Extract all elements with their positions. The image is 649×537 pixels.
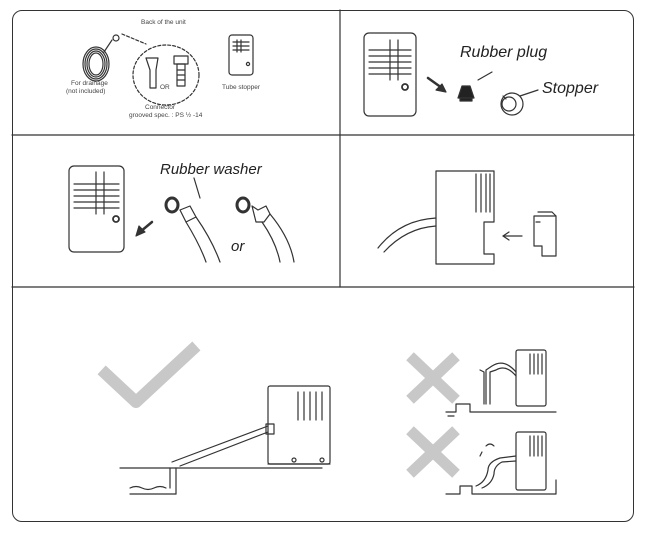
panel2-arrow: [426, 76, 447, 93]
panel1-connector-detail-circle: [132, 44, 200, 106]
panel2-plug-leader: [477, 71, 493, 81]
panel4-drain-hose: [377, 217, 437, 253]
panel1-connector-right: [173, 55, 189, 87]
label-tube-stopper: Tube stopper: [222, 84, 261, 91]
label-or: or: [231, 238, 245, 255]
cross-mark-icon-2: [406, 426, 460, 478]
panel3-hose-with-connector: [235, 196, 295, 263]
panel2-rubber-plug-icon: [457, 85, 475, 102]
correct-floor: [119, 467, 323, 495]
panel2-stopper-leader: [519, 89, 539, 97]
panel1-unit-small: [228, 34, 254, 76]
panel3-hose-with-washer: [164, 196, 221, 263]
panel1-small-connector: [112, 34, 120, 42]
panel3-arrow: [135, 220, 154, 237]
correct-unit: [267, 385, 331, 465]
panel2-stopper-icon: [500, 92, 524, 116]
label-grooved-spec: grooved spec. : PS ½ -14: [129, 112, 203, 119]
panel4-arrow: [502, 231, 523, 241]
panel1-connector-left: [145, 57, 159, 89]
panel1-drain-hose-coil: [82, 39, 113, 82]
instruction-frame: [12, 10, 634, 522]
label-or-small: OR: [160, 84, 170, 91]
panel1-pointer-line: [121, 33, 147, 45]
label-rubber-plug: Rubber plug: [460, 44, 548, 61]
panel4-tube-stopper-part: [533, 211, 557, 257]
panel3-dehumidifier-unit: [68, 165, 125, 253]
panel4-unit-side-view: [435, 170, 495, 265]
wrong2-scene: [445, 431, 557, 495]
wrong1-scene: [445, 349, 557, 417]
correct-drain-hose: [171, 423, 275, 467]
panel2-dehumidifier-unit: [363, 32, 417, 117]
panel-dividers: [11, 9, 635, 288]
label-for-drainage: For drainage: [71, 80, 108, 87]
cross-mark-icon: [406, 352, 460, 404]
label-rubber-washer: Rubber washer: [160, 161, 262, 178]
panel3-washer-leader: [193, 177, 201, 199]
label-stopper: Stopper: [542, 80, 599, 97]
label-connector: Connector: [145, 104, 175, 111]
check-mark-icon: [97, 341, 201, 408]
label-back-of-unit: Back of the unit: [141, 19, 186, 26]
label-not-included: (not included): [66, 88, 106, 95]
